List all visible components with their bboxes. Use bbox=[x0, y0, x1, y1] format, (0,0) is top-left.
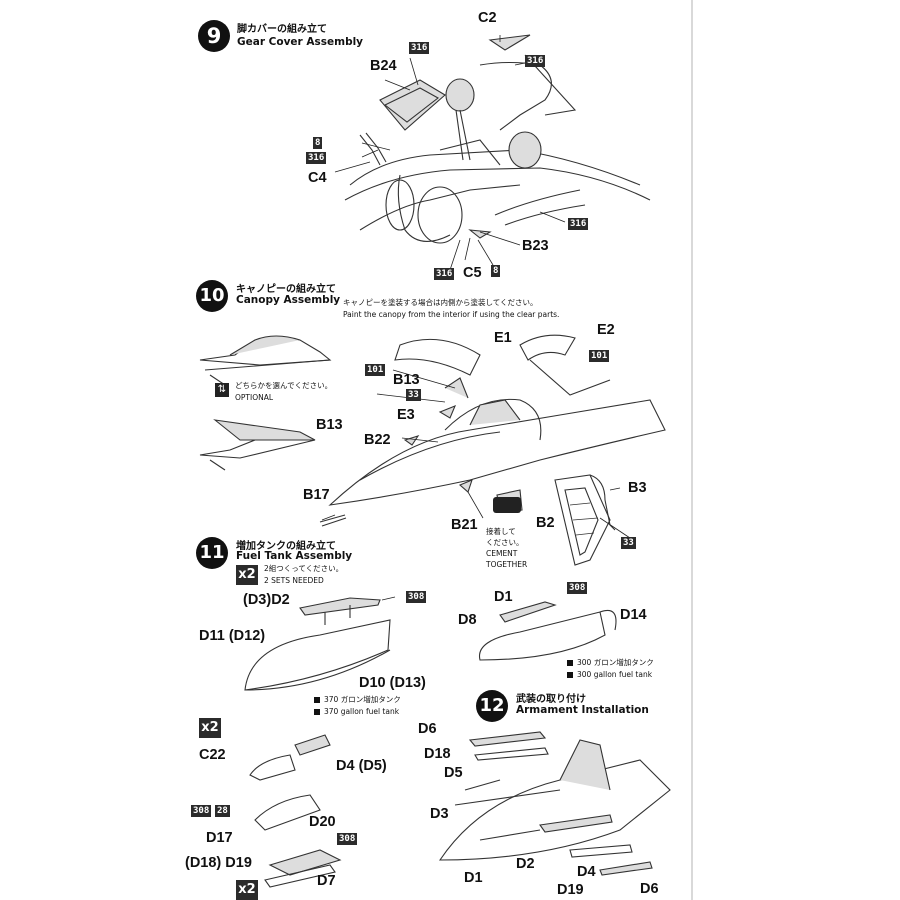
multiplier-badge: x2 bbox=[199, 718, 221, 738]
tank-370-en: 370 gallon fuel tank bbox=[324, 707, 400, 716]
tank-300-marker bbox=[567, 672, 573, 678]
cockpit-drawing bbox=[319, 334, 666, 566]
step-10-title-jp: キャノピーの組み立て bbox=[236, 284, 336, 295]
part-label-c22: C22 bbox=[199, 747, 226, 763]
part-label-c2: C2 bbox=[478, 10, 497, 26]
part-label-b21: B21 bbox=[451, 517, 478, 533]
part-label-d4-d5: D4 (D5) bbox=[336, 758, 387, 774]
color-code-316: 316 bbox=[434, 268, 455, 280]
cement-note-jp-2: ください。 bbox=[486, 538, 524, 547]
part-label-d6: D6 bbox=[418, 721, 437, 737]
page-edge bbox=[691, 0, 693, 900]
sets-note-jp: 2組つくってください。 bbox=[264, 564, 344, 573]
fuel-tank-drawings bbox=[244, 596, 617, 691]
tank-300-jp: 300 ガロン増加タンク bbox=[577, 658, 654, 667]
color-code-28: 28 bbox=[215, 805, 230, 817]
step-9-title-jp: 脚カバーの組み立て bbox=[237, 24, 327, 35]
part-label-d3: D3 bbox=[430, 806, 449, 822]
part-label-b2: B2 bbox=[536, 515, 555, 531]
optional-swap-icon: ⇅ bbox=[215, 383, 229, 397]
part-label-d20: D20 bbox=[309, 814, 336, 830]
step-12-title-en: Armament Installation bbox=[516, 704, 649, 716]
part-label-e3: E3 bbox=[397, 407, 415, 423]
step-11-title-jp: 増加タンクの組み立て bbox=[236, 541, 336, 552]
part-label-d14: D14 bbox=[620, 607, 647, 623]
color-code-316: 316 bbox=[568, 218, 589, 230]
part-label-b23: B23 bbox=[522, 238, 549, 254]
cement-note-en-2: TOGETHER bbox=[486, 560, 528, 569]
step-12-badge: 12 bbox=[476, 690, 508, 722]
optional-note-jp: どちらかを選んでください。 bbox=[235, 381, 333, 390]
part-label-d10-d13: D10 (D13) bbox=[359, 675, 426, 691]
color-code-308: 308 bbox=[191, 805, 212, 817]
part-label-d4: D4 bbox=[577, 864, 596, 880]
tank-370-marker bbox=[314, 709, 320, 715]
step-11-badge: 11 bbox=[196, 537, 228, 569]
color-code-316: 316 bbox=[306, 152, 327, 164]
sets-note-en: 2 SETS NEEDED bbox=[264, 576, 324, 585]
tank-370-marker bbox=[314, 697, 320, 703]
part-label-b24: B24 bbox=[370, 58, 397, 74]
color-code-101: 101 bbox=[365, 364, 386, 376]
part-label-c5: C5 bbox=[463, 265, 482, 281]
step-9-badge: 9 bbox=[198, 20, 230, 52]
step-10-badge: 10 bbox=[196, 280, 228, 312]
part-label-d3-d2: (D3)D2 bbox=[243, 592, 290, 608]
part-label-d5: D5 bbox=[444, 765, 463, 781]
color-code-33: 33 bbox=[621, 537, 636, 549]
color-code-316: 316 bbox=[409, 42, 430, 54]
part-label-d1: D1 bbox=[464, 870, 483, 886]
tank-300-en: 300 gallon fuel tank bbox=[577, 670, 653, 679]
gear-assembly-drawing bbox=[334, 34, 651, 271]
part-label-d18-d19: (D18) D19 bbox=[185, 855, 252, 871]
cement-icon bbox=[493, 497, 521, 513]
part-label-e1: E1 bbox=[494, 330, 512, 346]
color-code-308: 308 bbox=[567, 582, 588, 594]
part-label-d11-d12: D11 (D12) bbox=[199, 628, 266, 644]
tank-300-marker bbox=[567, 660, 573, 666]
part-label-b3: B3 bbox=[628, 480, 647, 496]
part-label-d7: D7 bbox=[317, 873, 336, 889]
cement-note-en-1: CEMENT bbox=[486, 549, 518, 558]
multiplier-badge: x2 bbox=[236, 880, 258, 900]
color-code-8: 8 bbox=[491, 265, 501, 277]
part-label-d17: D17 bbox=[206, 830, 233, 846]
color-code-316: 316 bbox=[525, 55, 546, 67]
part-label-d6: D6 bbox=[640, 881, 659, 897]
multiplier-badge: x2 bbox=[236, 565, 258, 585]
color-code-33: 33 bbox=[406, 389, 421, 401]
armament-drawing bbox=[249, 731, 671, 888]
part-label-d18: D18 bbox=[424, 746, 451, 762]
canopy-note-jp: キャノピーを塗装する場合は内側から塗装してください。 bbox=[343, 298, 538, 307]
part-label-b22: B22 bbox=[364, 432, 391, 448]
color-code-308: 308 bbox=[337, 833, 358, 845]
canopy-note-en: Paint the canopy from the interior if us… bbox=[343, 310, 560, 319]
color-code-8: 8 bbox=[313, 137, 323, 149]
part-label-d8: D8 bbox=[458, 612, 477, 628]
part-label-b13-optional: B13 bbox=[316, 417, 343, 433]
part-label-d1: D1 bbox=[494, 589, 513, 605]
part-label-b17: B17 bbox=[303, 487, 330, 503]
part-label-e2: E2 bbox=[597, 322, 615, 338]
part-label-d2: D2 bbox=[516, 856, 535, 872]
step-10-title-en: Canopy Assembly bbox=[236, 294, 341, 306]
step-12-title-jp: 武装の取り付け bbox=[516, 694, 586, 705]
tank-370-jp: 370 ガロン増加タンク bbox=[324, 695, 401, 704]
part-label-d19: D19 bbox=[557, 882, 584, 898]
part-label-b13: B13 bbox=[393, 372, 420, 388]
canopy-option-drawings bbox=[199, 335, 332, 471]
optional-note-en: OPTIONAL bbox=[235, 393, 274, 402]
cement-note-jp-1: 接着して bbox=[486, 527, 516, 536]
color-code-101: 101 bbox=[589, 350, 610, 362]
part-label-c4: C4 bbox=[308, 170, 327, 186]
step-11-title-en: Fuel Tank Assembly bbox=[236, 550, 353, 562]
step-9-title-en: Gear Cover Assembly bbox=[237, 36, 364, 48]
color-code-308: 308 bbox=[406, 591, 427, 603]
